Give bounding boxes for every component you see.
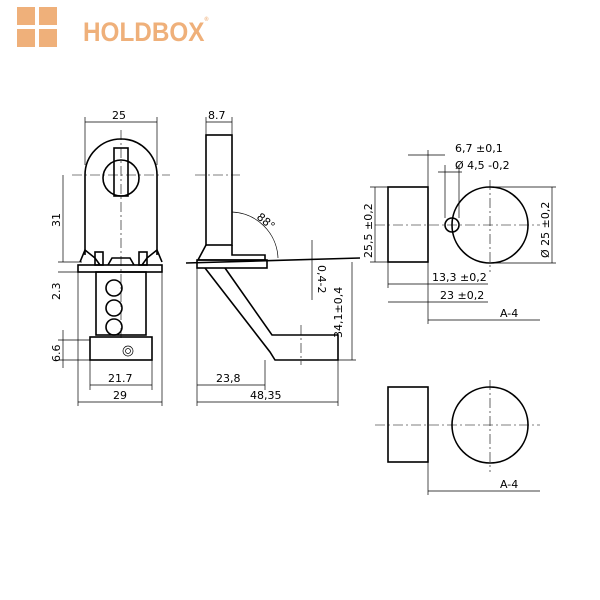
- dim-arm-offset: 23,8: [216, 372, 241, 385]
- dim-plate-thickness: 8.7: [208, 109, 226, 122]
- holder-plate: [205, 134, 233, 246]
- clips: [79, 248, 163, 266]
- dim-total-length: 48,35: [250, 389, 282, 402]
- dim-total-height: 34,1±0,4: [332, 287, 345, 338]
- foot: [89, 336, 153, 361]
- side-base: [196, 259, 268, 269]
- brand-text: HOLDBOX: [83, 17, 205, 47]
- logo-square-icon: [17, 7, 35, 25]
- dim-depth-small: 13,3 ±0,2: [432, 271, 487, 284]
- dim-height-body: 31: [50, 213, 63, 227]
- dim-foot-height: 6.6: [50, 345, 63, 363]
- section-label-top: A-4: [500, 307, 518, 320]
- dim-angle: 88°: [254, 210, 277, 232]
- angle-arc: [231, 211, 279, 259]
- dim-base-thickness: 2.3: [50, 283, 63, 301]
- section-b-view: A-4: [375, 380, 540, 495]
- dim-pin-offset: 6,7 ±0,1: [455, 142, 503, 155]
- dim-depth-total: 23 ±0,2: [440, 289, 484, 302]
- side-view: 8.7 88° 0,4-2 34,1±0,4 23,8 48,35: [185, 109, 361, 406]
- logo-square-icon: [17, 29, 35, 47]
- dim-base-width: 29: [113, 389, 127, 402]
- section-label-bottom: A-4: [500, 478, 518, 491]
- wire: [185, 257, 361, 264]
- base-plate: [77, 264, 163, 273]
- dim-pin-range: 0,4-2: [315, 265, 328, 293]
- dim-width-top: 25: [112, 109, 126, 122]
- dim-pin-diameter: Ø 4,5 -0,2: [455, 159, 510, 172]
- front-view: 25 31 2.3 6.6 21.7 29: [50, 109, 170, 406]
- dim-height: 25,5 ±0,2: [362, 203, 375, 258]
- dim-disc-diameter: Ø 25 ±0,2: [539, 202, 552, 258]
- logo-square-icon: [39, 7, 57, 25]
- section-a-view: 6,7 ±0,1 Ø 4,5 -0,2 25,5 ±0,2 Ø 25 ±0,2 …: [362, 142, 556, 324]
- registered-mark: ®: [204, 17, 209, 23]
- logo-square-icon: [39, 29, 57, 47]
- dim-foot-width: 21.7: [108, 372, 133, 385]
- brand-name: HOLDBOX®: [83, 17, 208, 48]
